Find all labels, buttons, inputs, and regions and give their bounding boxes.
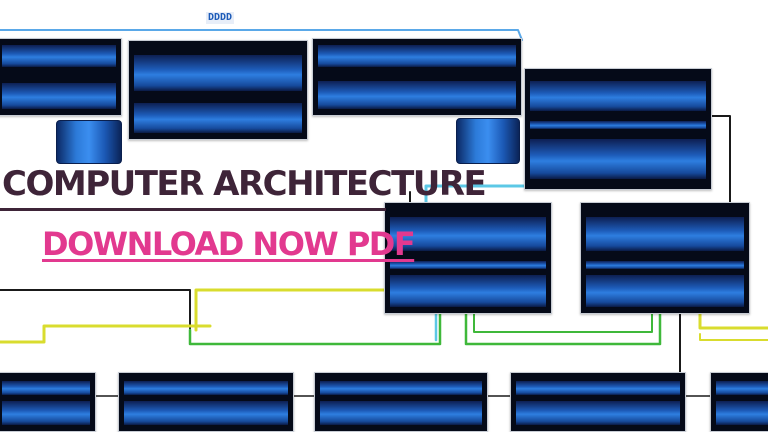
connector-line [0,324,212,344]
diagram-block [0,372,96,432]
diagram-block [0,38,122,116]
diagram-block [312,38,522,116]
storage-cylinder [456,118,520,164]
diagram-block [710,372,768,432]
connector-line [698,310,768,330]
storage-cylinder [56,120,122,164]
diagram-block [384,202,552,314]
page-title: COMPUTER ARCHITECTURE [2,164,487,204]
connector-line [464,310,662,346]
connector-line [0,289,191,331]
diagram-block [128,40,308,140]
connector-line [188,310,442,346]
connector-line [194,288,386,332]
connector-line [699,333,768,341]
connector-line [0,29,523,41]
diagram-block [580,202,750,314]
title-underline [0,208,386,211]
diagram-block [524,68,712,190]
connector-line [473,311,653,333]
download-link[interactable]: DOWNLOAD NOW PDF [42,225,416,263]
diagram-block [510,372,686,432]
connector-line [424,184,526,204]
diagram-block [118,372,294,432]
diagram-block [314,372,488,432]
header-chip: DDDD [206,12,235,24]
